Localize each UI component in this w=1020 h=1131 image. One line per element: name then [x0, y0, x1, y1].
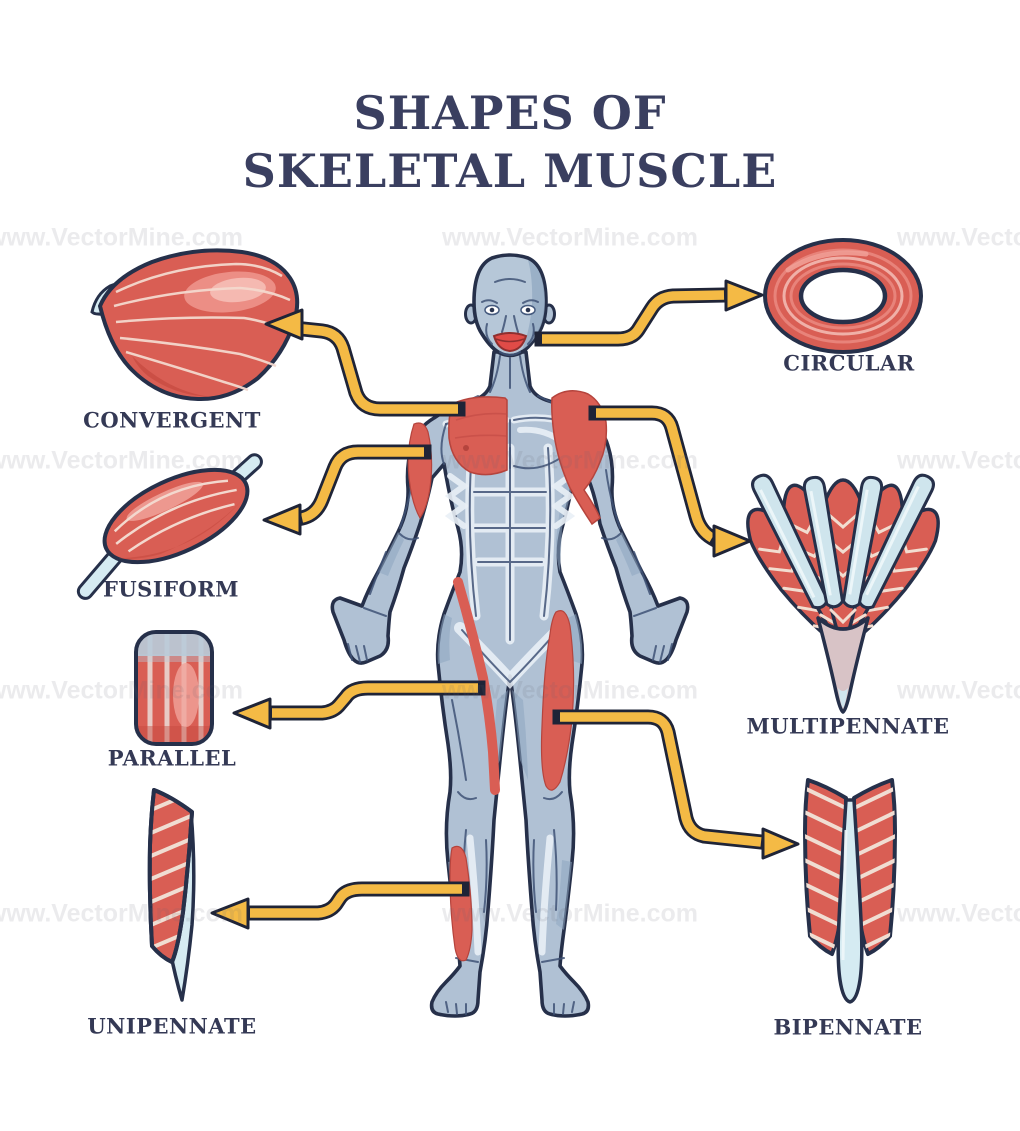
convergent-arrow: [264, 308, 466, 417]
page-title-line-1: SHAPES OF: [353, 86, 667, 140]
sartorius-muscle-red: [453, 577, 500, 795]
unipennate-muscle-icon: [147, 788, 196, 1002]
bipennate-arrow: [552, 709, 800, 860]
parallel-muscle-icon: [134, 630, 214, 746]
bipennate-muscle-icon: [803, 778, 897, 1004]
convergent-label: CONVERGENT: [83, 407, 261, 433]
deltoid-muscle-red: [551, 390, 608, 526]
unipennate-label: UNIPENNATE: [87, 1013, 257, 1039]
anatomy-figure: [330, 253, 690, 1018]
bipennate-label: BIPENNATE: [773, 1014, 923, 1040]
multipennate-arrow: [588, 405, 752, 558]
page-title-line-2: SKELETAL MUSCLE: [242, 144, 778, 198]
multipennate-muscle-icon: [746, 473, 940, 714]
tibialis-muscle-red: [449, 845, 473, 962]
vastus-muscle-red: [540, 610, 575, 791]
parallel-label: PARALLEL: [107, 745, 237, 771]
multipennate-label: MULTIPENNATE: [746, 713, 950, 739]
circular-muscle-icon: [763, 238, 923, 354]
head: [464, 253, 556, 358]
fusiform-label: FUSIFORM: [102, 576, 240, 602]
circular-label: CIRCULAR: [783, 350, 915, 376]
fusiform-arrow: [262, 444, 432, 536]
fusiform-muscle-icon: [76, 453, 263, 600]
convergent-muscle-icon: [90, 248, 300, 402]
page-title: SHAPES OF SKELETAL MUSCLE: [0, 84, 1020, 200]
unipennate-arrow: [210, 881, 470, 930]
circular-arrow: [534, 279, 764, 347]
parallel-arrow: [232, 680, 486, 730]
